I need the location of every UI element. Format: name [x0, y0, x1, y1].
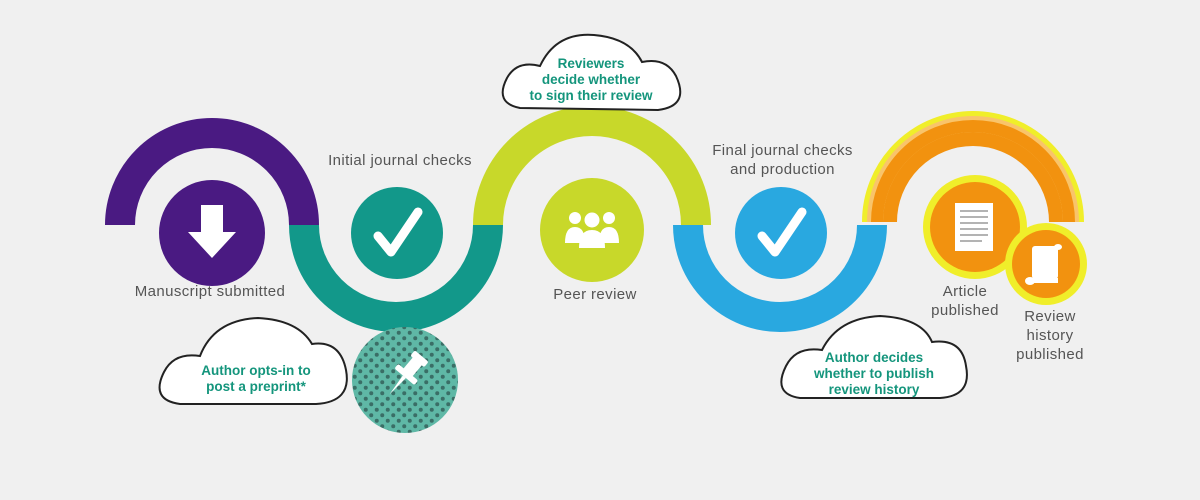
article-published-node: [923, 175, 1027, 279]
manuscript-submitted-node: [159, 180, 265, 286]
reviewers-cloud-line1: Reviewers: [557, 56, 625, 71]
checkmark-icon: [757, 207, 807, 257]
pushpin-icon: [389, 351, 428, 395]
initial-checks-label: Initial journal checks: [295, 151, 505, 170]
peer-review-text: Peer review: [553, 286, 637, 303]
document-icon: [955, 203, 993, 251]
review-history-text-line3: published: [1016, 346, 1084, 363]
reviewers-cloud: [501, 33, 682, 112]
initial-checks-text: Initial journal checks: [328, 152, 472, 169]
review-history-label: Review history published: [995, 307, 1105, 364]
preprint-cloud-line1: Author opts-in to: [201, 363, 311, 378]
manuscript-submitted-label: Manuscript submitted: [100, 282, 320, 301]
review-history-text-line2: history: [1026, 327, 1074, 344]
preprint-cloud-line2: post a preprint*: [206, 379, 306, 394]
initial-checks-node: [351, 187, 443, 279]
history-cloud: [780, 314, 968, 399]
peer-review-node: [540, 178, 644, 282]
review-history-node: [1005, 223, 1087, 305]
preprint-node: [352, 327, 458, 433]
review-history-text-line1: Review: [1024, 308, 1076, 325]
final-checks-node: [735, 187, 827, 279]
teal-arc: [289, 224, 503, 332]
download-arrow-icon: [188, 205, 236, 258]
article-published-label: Article published: [910, 282, 1020, 320]
article-published-text-line2: published: [931, 302, 999, 319]
people-group-icon: [565, 212, 619, 248]
reviewers-cloud-text: Reviewers decide whether to sign their r…: [505, 56, 677, 104]
orange-arc-inner: [883, 132, 1063, 223]
checkmark-icon: [373, 207, 423, 257]
peer-review-label: Peer review: [510, 285, 680, 304]
reviewers-cloud-line2: decide whether: [541, 72, 641, 87]
reviewers-cloud-line3: to sign their review: [529, 88, 653, 103]
final-checks-text-line2: and production: [730, 161, 835, 178]
history-cloud-text: Author decides whether to publish review…: [782, 350, 966, 398]
final-checks-label: Final journal checks and production: [685, 141, 880, 179]
article-published-text-line1: Article: [942, 283, 988, 300]
orange-arc: [871, 120, 1075, 223]
history-cloud-line2: whether to publish: [814, 366, 934, 381]
history-cloud-line1: Author decides: [824, 350, 924, 365]
blue-arc: [673, 224, 887, 332]
history-cloud-line3: review history: [828, 382, 920, 397]
purple-arc: [105, 118, 319, 226]
preprint-cloud: [158, 316, 348, 405]
manuscript-submitted-text: Manuscript submitted: [134, 283, 286, 300]
final-checks-text-line1: Final journal checks: [712, 142, 853, 159]
lime-arc: [473, 106, 711, 226]
scroll-icon: [1025, 244, 1062, 285]
preprint-cloud-text: Author opts-in to post a preprint*: [166, 363, 346, 395]
